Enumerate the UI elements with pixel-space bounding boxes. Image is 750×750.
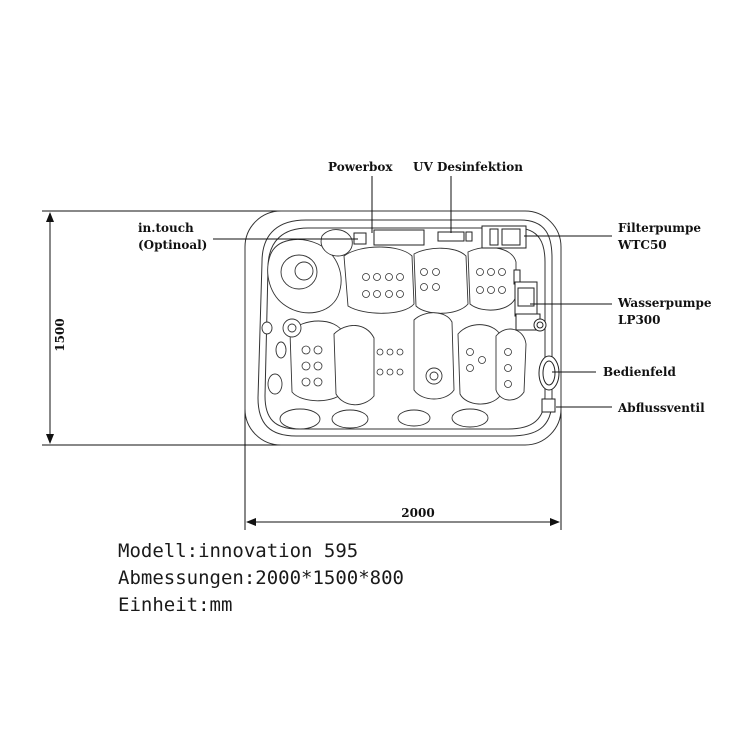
- label-wtc50: WTC50: [617, 238, 667, 252]
- powerbox-box: [373, 229, 425, 246]
- width-label: 2000: [401, 506, 434, 520]
- height-dimension: 1500: [42, 210, 288, 446]
- label-uv-desinfektion: UV Desinfektion: [413, 160, 523, 174]
- label-abflussventil: Abflussventil: [617, 401, 705, 415]
- label-filterpumpe: Filterpumpe: [618, 221, 701, 235]
- label-wasserpumpe: Wasserpumpe: [617, 296, 712, 310]
- label-lp300: LP300: [618, 313, 661, 327]
- model-text: Modell:innovation 595: [118, 540, 359, 562]
- equipment: [353, 225, 560, 413]
- label-bedienfeld: Bedienfeld: [603, 365, 676, 379]
- callout-labels: Powerbox UV Desinfektion in.touch (Optin…: [138, 160, 712, 415]
- unit-text: Einheit:mm: [118, 594, 233, 616]
- height-label: 1500: [53, 318, 67, 351]
- jets: [301, 268, 512, 388]
- uv-unit-box: [437, 231, 465, 242]
- label-intouch: in.touch: [138, 221, 194, 235]
- drain-valve-box: [541, 398, 556, 413]
- width-dimension: 2000: [244, 405, 562, 530]
- label-intouch-optional: (Optinoal): [138, 238, 207, 252]
- seats: [261, 229, 527, 430]
- label-powerbox: Powerbox: [328, 160, 393, 174]
- callout-lines: [213, 176, 612, 408]
- dimensions-text: Abmessungen:2000*1500*800: [118, 567, 404, 589]
